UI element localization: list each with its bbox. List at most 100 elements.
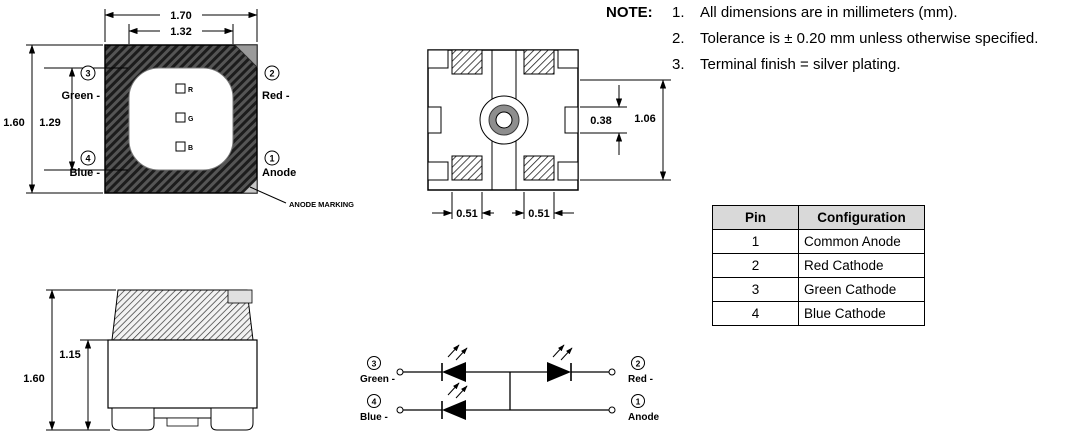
schematic-pin3-label: 3 Green - — [360, 356, 395, 385]
dim-pad-span-value: 1.06 — [634, 113, 655, 125]
chip-blue: B — [175, 141, 193, 152]
emission-arrow — [447, 344, 460, 358]
pin3-label: Green - — [61, 90, 100, 102]
pin-number-cell: 2 — [712, 253, 799, 278]
dim-outer-height-value: 1.60 — [3, 117, 24, 129]
terminal-pad — [451, 155, 483, 181]
dim-body-height-value: 1.15 — [59, 349, 80, 361]
chip-green-label: G — [188, 116, 194, 123]
note-3-number: 3. — [672, 56, 685, 73]
note-2-text: Tolerance is ± 0.20 mm unless otherwise … — [700, 30, 1039, 47]
pin4-number: 4 — [85, 154, 90, 164]
pin2-callout: 2 Red - — [262, 65, 290, 102]
schematic-pin4-number: 4 — [372, 397, 377, 407]
dim-outer-width-value: 1.70 — [170, 10, 191, 22]
led-green-symbol — [441, 344, 468, 382]
terminal-red — [608, 368, 616, 376]
bottom-view-drawing: 0.38 1.06 0.51 0.51 — [427, 49, 671, 220]
pin-config-cell: Red Cathode — [798, 253, 925, 278]
emission-arrow — [560, 347, 573, 361]
anode-marking-text: ANODE MARKING — [289, 200, 354, 209]
chip-red: R — [175, 83, 193, 94]
terminal-pad — [523, 49, 555, 75]
dim-lens-width: 1.32 — [128, 23, 234, 44]
emission-arrow — [447, 382, 460, 396]
chip-green: G — [175, 112, 194, 123]
note-1-text: All dimensions are in millimeters (mm). — [700, 4, 958, 21]
lead-left — [111, 407, 155, 431]
schematic-pin2-label: 2 Red - — [628, 356, 653, 385]
led-package-top: R G B — [104, 44, 258, 194]
dim-pad-width-right: 0.51 — [512, 192, 574, 220]
schematic-pin3-number: 3 — [372, 359, 377, 369]
emission-arrow — [552, 344, 565, 358]
pin1-number: 1 — [269, 154, 274, 164]
table-row: 2 Red Cathode — [712, 253, 925, 278]
notes-heading: NOTE: — [606, 4, 653, 21]
package-body — [107, 339, 258, 409]
schematic-pin3-name: Green - — [360, 374, 395, 385]
led-blue-symbol — [441, 382, 468, 420]
pin-configuration-table: Pin Configuration 1 Common Anode 2 Red C… — [712, 205, 925, 326]
table-header-row: Pin Configuration — [712, 205, 925, 230]
dim-pad-span: 1.06 — [580, 79, 671, 181]
note-3-text: Terminal finish = silver plating. — [700, 56, 901, 73]
corner-notch — [427, 161, 449, 181]
table-row: 4 Blue Cathode — [712, 301, 925, 326]
pin-number-cell: 3 — [712, 277, 799, 302]
dim-lens-width-value: 1.32 — [170, 26, 191, 38]
pin-number-cell: 4 — [712, 301, 799, 326]
schematic-pin4-name: Blue - — [360, 412, 388, 423]
led-red-symbol — [547, 344, 573, 382]
emission-arrow — [455, 347, 468, 361]
pin1-callout: 1 Anode — [262, 150, 296, 179]
schematic-pin1-number: 1 — [636, 397, 641, 407]
corner-notch — [557, 49, 579, 69]
pin2-number: 2 — [269, 69, 274, 79]
dim-total-height: 1.60 — [20, 289, 116, 431]
schematic-pin1-label: 1 Anode — [628, 394, 660, 423]
pin-config-cell: Blue Cathode — [798, 301, 925, 326]
pin-column-header: Pin — [712, 205, 799, 230]
side-view-drawing: 1.60 1.15 — [20, 289, 258, 431]
terminal-pad — [523, 155, 555, 181]
chip-blue-label: B — [188, 145, 193, 152]
table-row: 3 Green Cathode — [712, 277, 925, 302]
pin-number-cell: 1 — [712, 229, 799, 254]
dim-slot-height: 0.38 — [580, 85, 627, 155]
terminal-green — [396, 368, 404, 376]
dim-pad-width-right-value: 0.51 — [528, 208, 549, 220]
side-slot — [564, 106, 579, 134]
note-2-number: 2. — [672, 30, 685, 47]
center-boss-inner — [495, 111, 513, 129]
configuration-column-header: Configuration — [798, 205, 925, 230]
dim-pad-width-left: 0.51 — [432, 192, 494, 220]
led-package-side — [107, 289, 258, 431]
chip-red-label: R — [188, 87, 193, 94]
emission-arrow — [455, 385, 468, 399]
top-view-drawing: R G B 1.70 1.32 — [1, 7, 354, 209]
terminal-blue — [396, 406, 404, 414]
circuit-schematic: 3 Green - 2 Red - 4 Blue - 1 Anode — [360, 344, 660, 423]
center-tab — [166, 417, 199, 427]
dim-lens-height: 1.29 — [36, 67, 128, 171]
table-row: 1 Common Anode — [712, 229, 925, 254]
schematic-pin1-name: Anode — [628, 412, 660, 423]
led-package-bottom — [427, 49, 579, 191]
terminal-anode — [608, 406, 616, 414]
dim-lens-height-value: 1.29 — [39, 117, 60, 129]
pin4-label: Blue - — [69, 167, 100, 179]
anode-marking-corner — [242, 178, 258, 194]
anode-marking-callout: ANODE MARKING — [249, 186, 354, 209]
pin-config-cell: Common Anode — [798, 229, 925, 254]
terminal-pad — [451, 49, 483, 75]
pin1-label: Anode — [262, 167, 296, 179]
corner-notch — [427, 49, 449, 69]
dim-body-height: 1.15 — [56, 339, 112, 431]
notes-section: NOTE: 1. All dimensions are in millimete… — [606, 2, 1078, 75]
pin2-label: Red - — [262, 90, 290, 102]
pin4-callout: 4 Blue - — [69, 150, 100, 179]
pin3-callout: 3 Green - — [61, 65, 100, 102]
schematic-pin2-name: Red - — [628, 374, 653, 385]
